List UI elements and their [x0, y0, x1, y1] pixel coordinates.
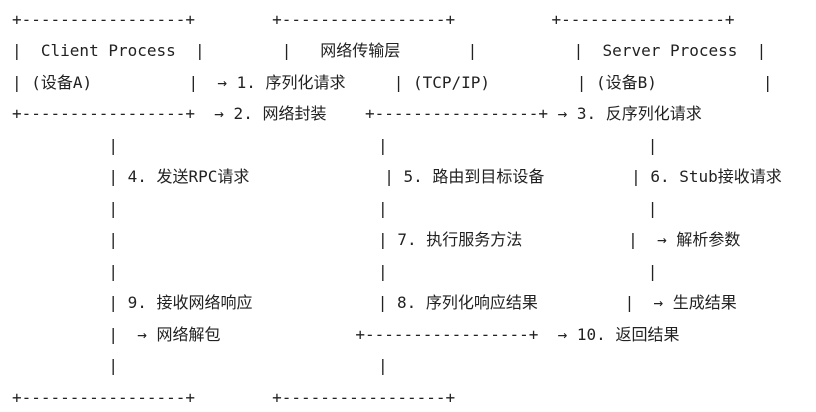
diagram-line-steps-4-5-6: | 4. 发送RPC请求 | 5. 路由到目标设备 | 6. Stub接收请求: [12, 167, 782, 186]
diagram-line-top-borders: +-----------------+ +-----------------+ …: [12, 10, 735, 29]
diagram-line-connector-4: | |: [12, 356, 388, 375]
diagram-line-connector-3: | | |: [12, 262, 658, 281]
diagram-line-box-subtitles: | (设备A) | → 1. 序列化请求 | (TCP/IP) | (设备B) …: [12, 73, 773, 92]
diagram-line-bottom-borders: +-----------------+ → 2. 网络封装 +---------…: [12, 104, 702, 123]
diagram-line-box-titles: | Client Process | | 网络传输层 | | Server Pr…: [12, 41, 767, 60]
diagram-line-connector-2: | | |: [12, 199, 658, 218]
diagram-line-steps-9-8: | 9. 接收网络响应 | 8. 序列化响应结果 | → 生成结果: [12, 293, 737, 312]
diagram-line-step-7: | | 7. 执行服务方法 | → 解析参数: [12, 230, 741, 249]
diagram-line-connector-1: | | |: [12, 136, 658, 155]
diagram-line-step-10: | → 网络解包 +-----------------+ → 10. 返回结果: [12, 325, 680, 344]
diagram-line-final-borders: +-----------------+ +-----------------+: [12, 388, 456, 407]
